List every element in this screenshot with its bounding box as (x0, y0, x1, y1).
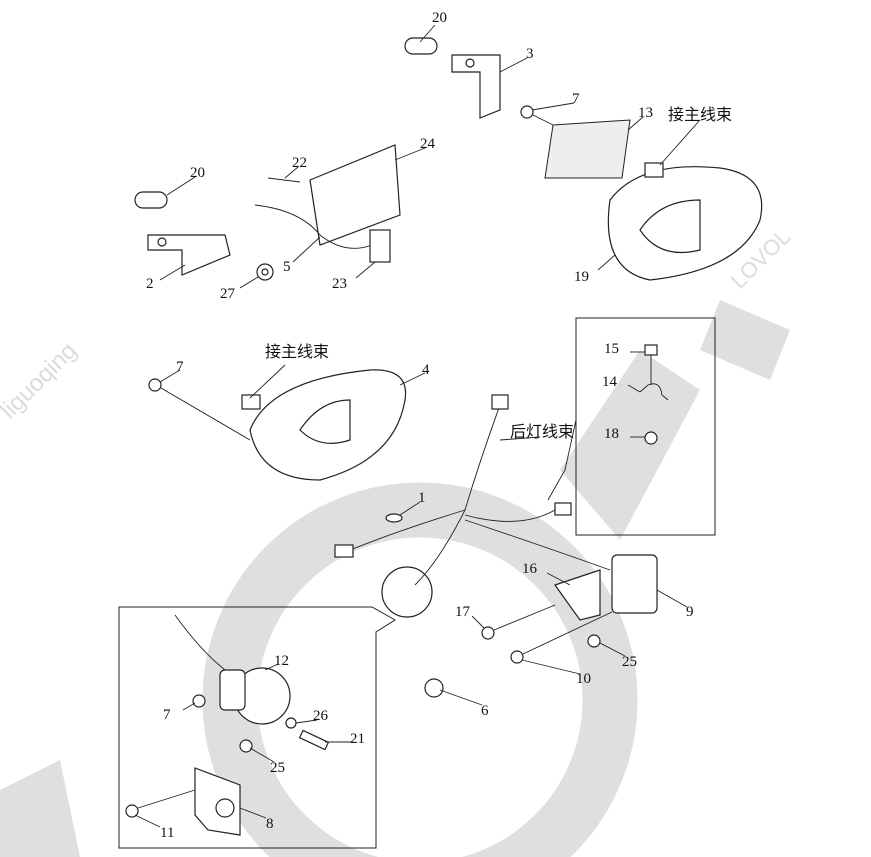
callout-18: 18 (604, 426, 619, 442)
part-14-clamp (639, 383, 669, 401)
part-17-bolt (481, 604, 556, 640)
callout-25: 25 (622, 654, 637, 670)
part-5-cable (254, 204, 373, 249)
part-25-nut-inset (239, 739, 253, 753)
callout-13: 13 (638, 105, 653, 121)
callout-8: 8 (266, 816, 274, 832)
callout-11: 11 (160, 825, 174, 841)
callout-12: 12 (274, 653, 289, 669)
connector-inset-frame (118, 606, 396, 849)
rear-light-harness (334, 394, 611, 586)
part-13-reflector (544, 119, 631, 179)
callout-22: 22 (292, 155, 307, 171)
callout-7: 7 (163, 707, 171, 723)
callout-connect-main-harness: 接主线束 (265, 342, 329, 361)
part-27-grommet (256, 263, 274, 281)
callout-20: 20 (190, 165, 205, 181)
part-15-bolt (644, 344, 658, 385)
callout-2: 2 (146, 276, 154, 292)
callout-14: 14 (602, 374, 618, 390)
part-18-nut (644, 431, 658, 445)
part-7-nut-inset (192, 694, 206, 708)
part-1-clip (385, 513, 403, 523)
callout-21: 21 (350, 731, 365, 747)
part-7-nut-left (148, 378, 251, 441)
part-2-bracket (147, 234, 231, 276)
callout-6: 6 (481, 703, 489, 719)
part-7-nut (520, 105, 554, 126)
part-20-pad-left (134, 191, 168, 209)
part-10-bolt (510, 611, 613, 664)
part-16-bracket (554, 569, 601, 621)
callout-24: 24 (420, 136, 436, 152)
callout-connect-main-harness: 接主线束 (668, 105, 732, 124)
part-21-screw (298, 729, 330, 751)
part-19-lamp-right (607, 162, 763, 281)
callout-27: 27 (220, 286, 236, 302)
part-6-cap (424, 678, 444, 698)
callout-7: 7 (176, 359, 184, 375)
callout-25: 25 (270, 760, 285, 776)
part-8-bracket (194, 767, 241, 836)
part-11-bolt (125, 789, 196, 818)
callout-17: 17 (455, 604, 471, 620)
part-20-pad-top (404, 37, 438, 55)
callout-19: 19 (574, 269, 589, 285)
callout-9: 9 (686, 604, 694, 620)
watermark-text: liguoqing (0, 337, 82, 424)
callout-23: 23 (332, 276, 347, 292)
callout-7: 7 (572, 91, 580, 107)
part-23-plug (369, 229, 391, 263)
callout-4: 4 (422, 362, 430, 378)
part-24-plate (309, 144, 401, 246)
callout-3: 3 (526, 46, 534, 62)
part-3-bracket (451, 54, 501, 119)
part-4-lamp-left (241, 369, 407, 481)
part-26-washer (285, 717, 297, 729)
hardware-inset-frame (575, 317, 716, 536)
callout-10: 10 (576, 671, 591, 687)
callout-26: 26 (313, 708, 329, 724)
leader-lines (134, 24, 701, 828)
callout-20: 20 (432, 10, 447, 26)
detail-circle (381, 566, 433, 618)
part-25-nut (587, 634, 601, 648)
callouts: 20 3 7 13 接主线束 20 22 24 19 2 27 5 23 接主线… (146, 10, 732, 841)
part-22-screw (267, 177, 301, 183)
part-12-socket (174, 614, 291, 725)
callout-15: 15 (604, 341, 619, 357)
part-9-flasher (611, 554, 658, 614)
callout-1: 1 (418, 490, 426, 506)
callout-5: 5 (283, 259, 291, 275)
callout-rear-light-harness: 后灯线束 (510, 422, 574, 441)
callout-16: 16 (522, 561, 538, 577)
